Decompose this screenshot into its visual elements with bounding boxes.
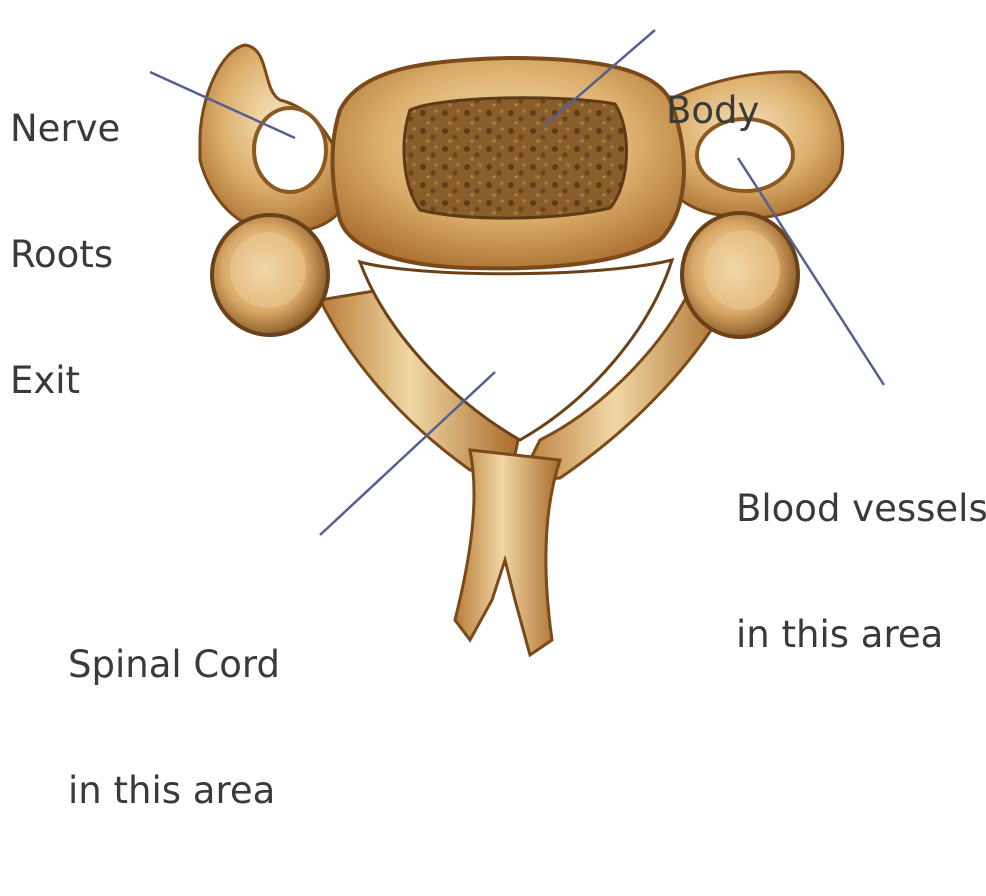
vertebra-diagram: Nerve Roots Exit Body Blood vessels in t… [0, 0, 986, 674]
body-label-text: Body [666, 90, 759, 132]
nerve-roots-label: Nerve Roots Exit [10, 24, 120, 486]
blood-vessels-label: Blood vessels in this area [736, 404, 986, 740]
left-transverse-foramen [254, 108, 326, 192]
spinal-cord-label-line-1: Spinal Cord [68, 644, 280, 686]
body-label: Body [666, 6, 759, 216]
body-spongy-bone [404, 98, 626, 218]
nerve-roots-label-line-2: Roots [10, 234, 120, 276]
blood-vessels-label-line-2: in this area [736, 614, 986, 656]
spinal-cord-label: Spinal Cord in this area [68, 560, 280, 896]
spinous-process [455, 450, 560, 655]
blood-vessels-label-line-1: Blood vessels [736, 488, 986, 530]
nerve-roots-label-line-3: Exit [10, 360, 120, 402]
spinal-cord-label-line-2: in this area [68, 770, 280, 812]
nerve-roots-label-line-1: Nerve [10, 108, 120, 150]
